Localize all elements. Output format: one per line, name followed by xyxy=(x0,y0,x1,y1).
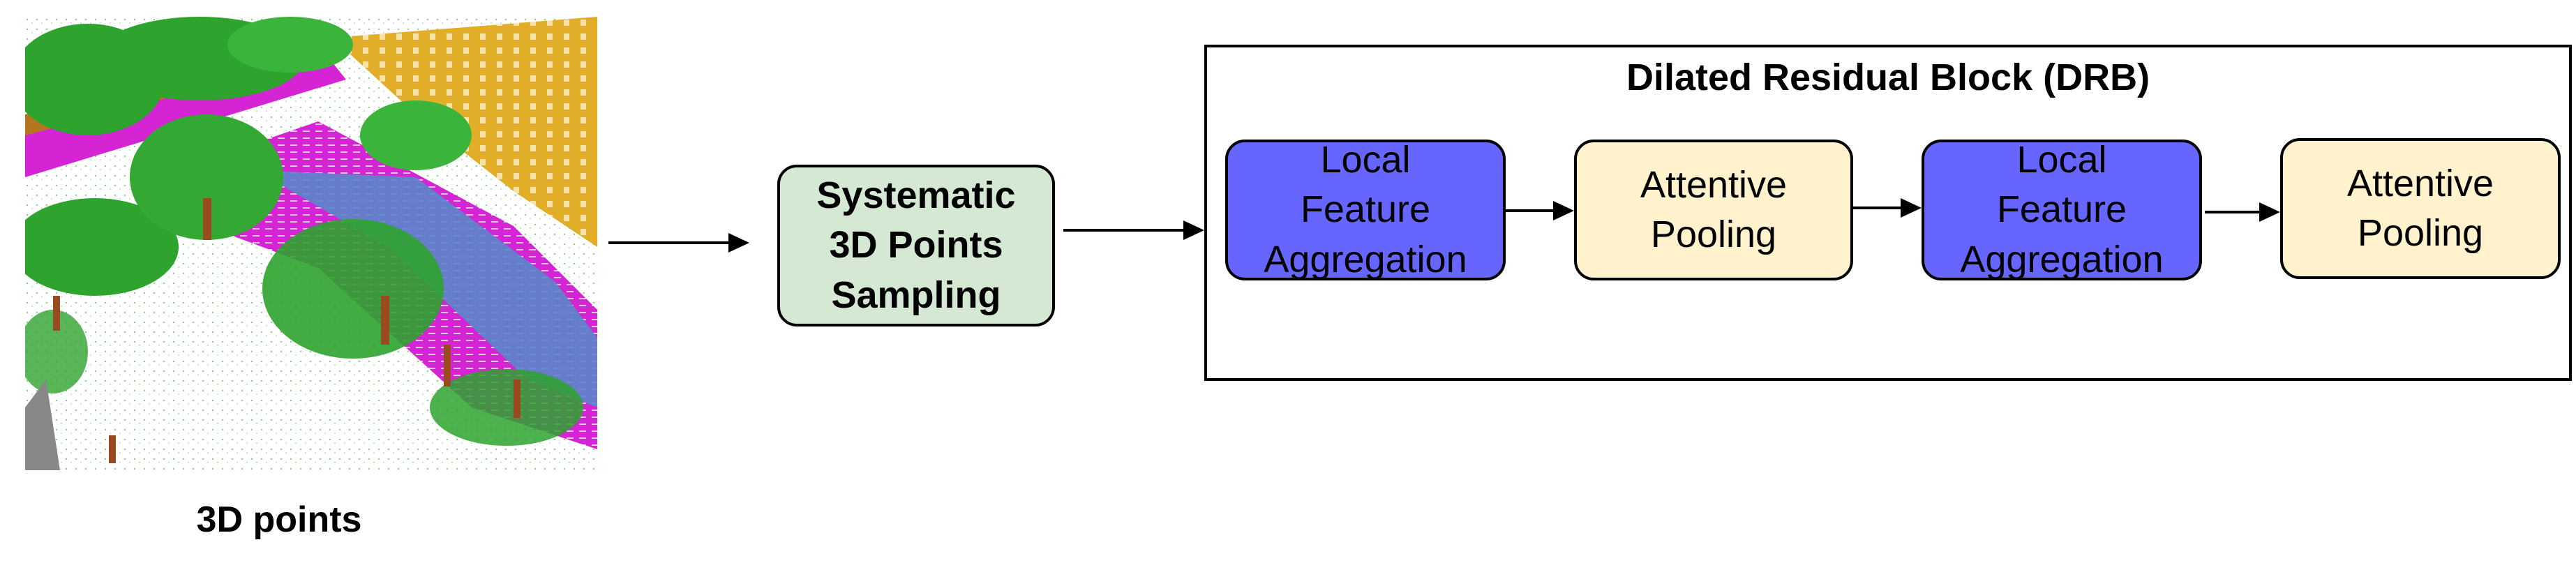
local-feature-aggregation-block-2: Local Feature Aggregation xyxy=(1922,139,2202,280)
systematic-sampling-block: Systematic 3D Points Sampling xyxy=(777,165,1055,326)
sampling-label: Systematic 3D Points Sampling xyxy=(816,174,1016,316)
block-label: Attentive Pooling xyxy=(2346,162,2494,254)
drb-title: Dilated Residual Block (DRB) xyxy=(1626,57,2150,98)
block-label: Local Feature Aggregation xyxy=(1960,139,2164,280)
input-caption: 3D points xyxy=(196,500,362,540)
attentive-pooling-block-1: Attentive Pooling xyxy=(1574,140,1853,280)
local-feature-aggregation-block-1: Local Feature Aggregation xyxy=(1225,139,1506,280)
attentive-pooling-block-2: Attentive Pooling xyxy=(2280,138,2561,279)
block-label: Local Feature Aggregation xyxy=(1264,139,1467,280)
point-cloud-image xyxy=(25,17,597,470)
block-label: Attentive Pooling xyxy=(1640,163,1788,255)
arrow-input-to-sampling xyxy=(608,233,749,253)
arrow-sampling-to-drb xyxy=(1063,220,1204,240)
